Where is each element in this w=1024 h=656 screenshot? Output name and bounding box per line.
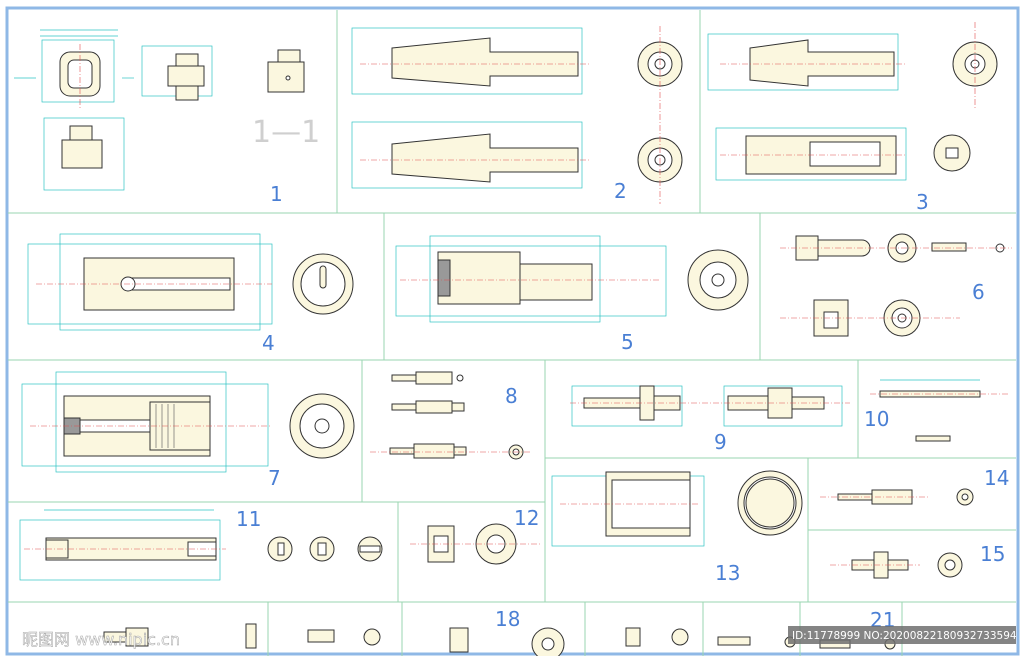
panel-number: 14 <box>984 466 1009 490</box>
panel-number: 4 <box>262 331 275 355</box>
panel-number: 15 <box>980 542 1005 566</box>
panel-number: 9 <box>714 430 727 454</box>
panel-number: 10 <box>864 407 889 431</box>
watermark-site-text: 昵图网 www.nipic.cn <box>22 630 180 649</box>
panel-6 <box>780 233 1012 337</box>
panel-15 <box>830 551 963 579</box>
panel-13 <box>551 470 803 547</box>
panel-10 <box>870 379 1010 442</box>
panel-number: 13 <box>715 561 740 585</box>
panel-number: 6 <box>972 280 985 304</box>
watermark-id-background <box>788 626 1016 644</box>
panel-12 <box>410 523 540 565</box>
panel-4 <box>27 233 354 331</box>
panel-number: 7 <box>268 466 281 490</box>
watermark-id-text: ID:11778999 NO:20200822180932733594 <box>792 630 1017 642</box>
panel-number: 2 <box>614 179 627 203</box>
panel-9 <box>570 385 850 427</box>
panel-number: 18 <box>495 607 520 631</box>
section-label: 1—1 <box>252 115 320 150</box>
panel-8 <box>370 371 530 460</box>
panel-14 <box>820 488 974 506</box>
panel-11 <box>19 509 383 581</box>
panel-3 <box>707 22 998 181</box>
panel-number: 11 <box>236 507 261 531</box>
panel-number: 5 <box>621 330 634 354</box>
sheet-frame <box>5 6 1020 656</box>
panel-number: 12 <box>514 506 539 530</box>
watermark: ID:11778999 NO:20200822180932733594 昵图网 … <box>22 626 1017 649</box>
panel-number: 3 <box>916 190 929 214</box>
panel-grid <box>8 10 1016 656</box>
panel-numbers: 1 2 3 4 5 6 7 8 9 10 11 12 13 14 15 18 2… <box>236 179 1009 632</box>
panel-2 <box>351 26 683 204</box>
panel-1: 1—1 <box>14 29 320 191</box>
panel-7 <box>21 371 355 473</box>
panel-5 <box>395 235 749 323</box>
panel-number: 8 <box>505 384 518 408</box>
panel-number: 1 <box>270 182 283 206</box>
